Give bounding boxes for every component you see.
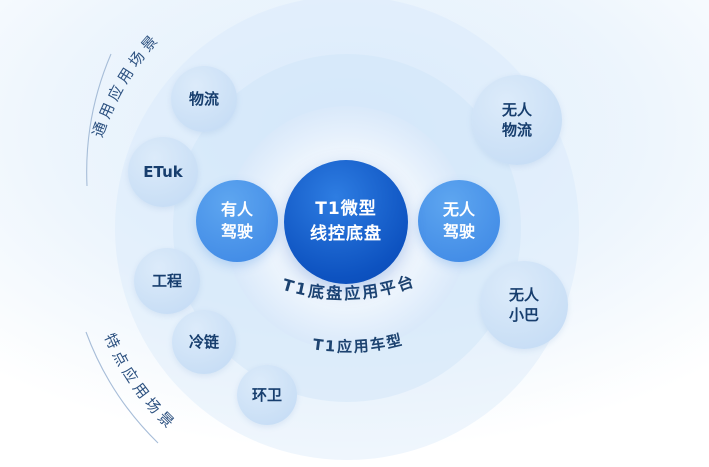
node-sanitation-label: 环卫 (251, 385, 282, 404)
node-cold-chain: 冷链 (172, 310, 236, 374)
node-unmanned-minibus: 无人 小巴 (480, 261, 568, 349)
node-unmanned-driving: 无人 驾驶 (418, 180, 500, 262)
featured-scenarios-arc-label: 特点应用场景 (101, 331, 181, 435)
vehicle-models-arc-label: T1应用车型 (312, 330, 405, 355)
node-manned-driving: 有人 驾驶 (196, 180, 278, 262)
node-unmanned-driving-line1: 无人 (442, 200, 475, 220)
node-logistics: 物流 (171, 66, 237, 132)
node-etuk: ETuk (128, 137, 198, 207)
node-engineering-label: 工程 (151, 271, 182, 290)
node-center-chassis: T1微型 线控底盘 (284, 160, 408, 284)
node-unmanned-logistics: 无人 物流 (472, 75, 562, 165)
top-left-arc-line (86, 53, 112, 187)
node-etuk-label: ETuk (143, 162, 183, 181)
node-logistics-label: 物流 (188, 89, 219, 108)
node-sanitation: 环卫 (237, 365, 297, 425)
node-center-line2: 线控底盘 (310, 224, 382, 244)
node-manned-driving-line1: 有人 (220, 200, 253, 220)
node-engineering: 工程 (134, 248, 200, 314)
bottom-left-arc-line (85, 331, 159, 444)
node-unmanned-logistics-line1: 无人 (501, 100, 532, 119)
featured-scenarios-arc-text: 特点应用场景 (101, 331, 177, 435)
node-unmanned-minibus-line1: 无人 (508, 285, 539, 304)
node-cold-chain-label: 冷链 (188, 332, 219, 351)
node-manned-driving-line2: 驾驶 (220, 222, 253, 241)
node-unmanned-logistics-line2: 物流 (501, 121, 532, 139)
node-unmanned-driving-line2: 驾驶 (442, 222, 475, 241)
node-unmanned-minibus-line2: 小巴 (508, 306, 539, 324)
vehicle-models-arc-text: T1应用车型 (312, 330, 403, 355)
node-center-line1: T1微型 (315, 198, 377, 219)
